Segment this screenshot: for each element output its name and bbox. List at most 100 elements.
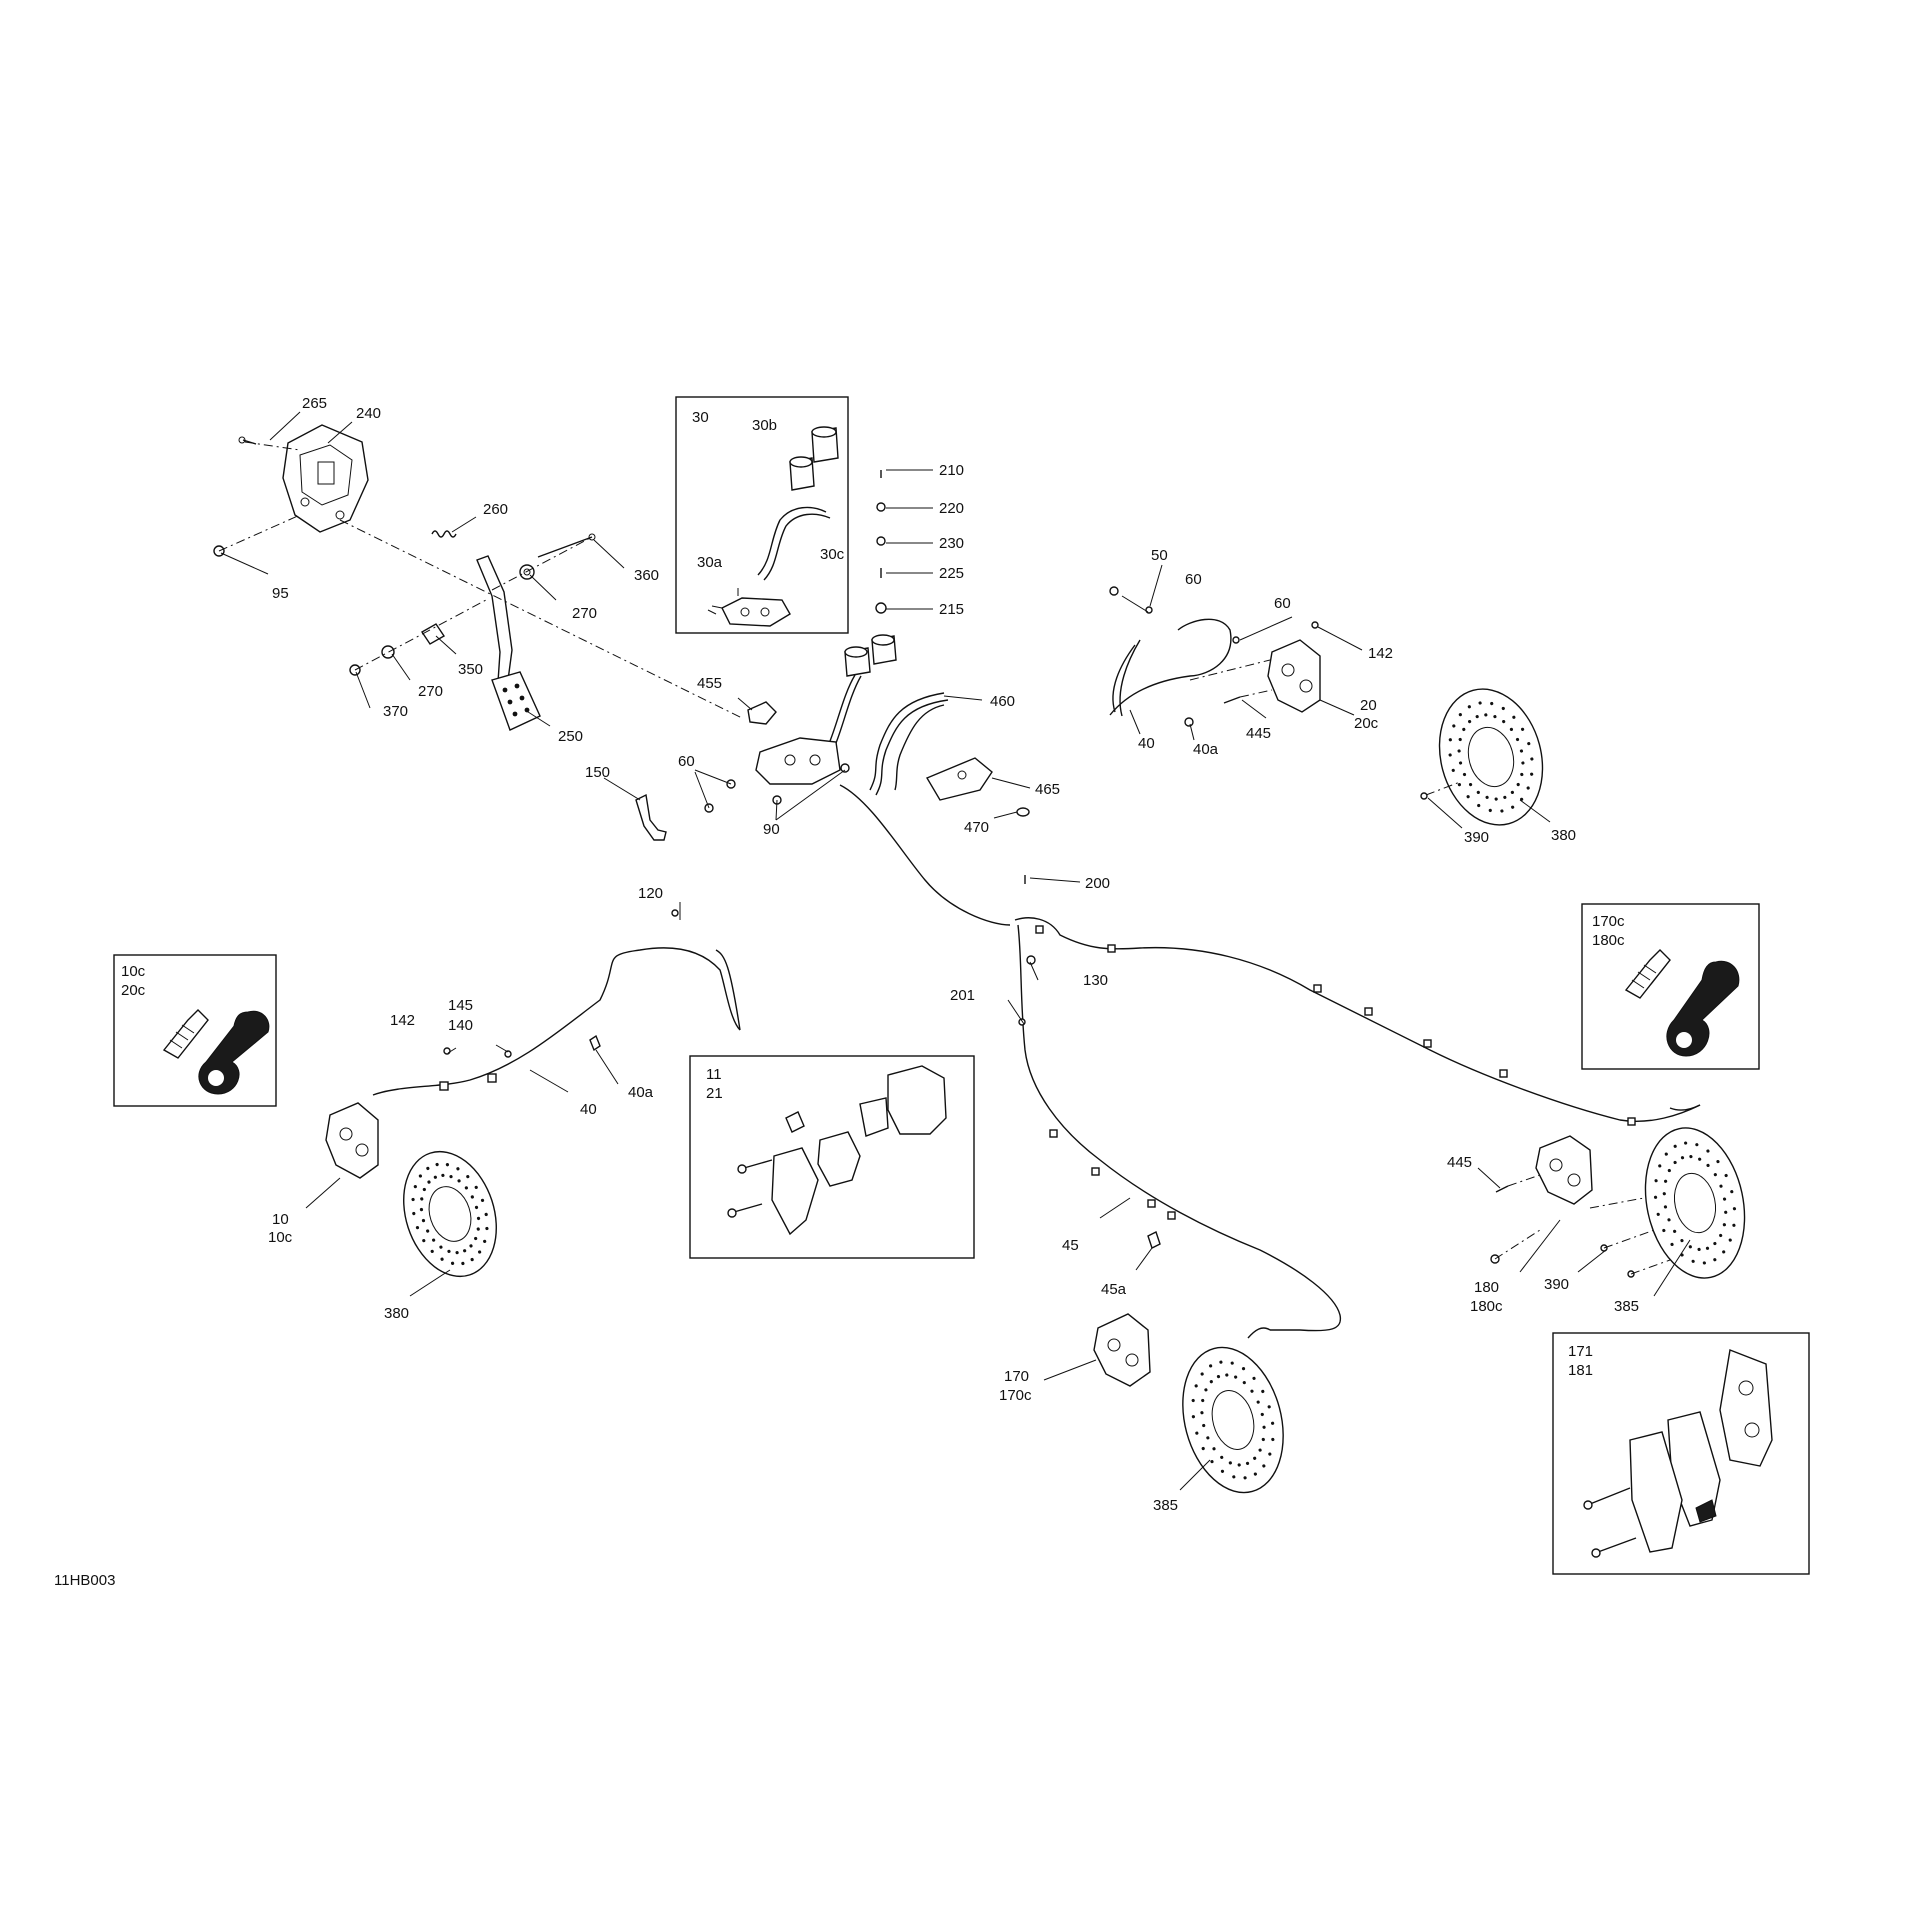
- inset-label-30b: 30b: [752, 417, 777, 434]
- washer-470: [1016, 807, 1030, 817]
- disc-drill-hole: [1258, 1448, 1262, 1452]
- disc-drill-hole: [1527, 742, 1531, 746]
- caliper-front-left: [325, 1102, 379, 1179]
- disc-drill-hole: [1722, 1197, 1727, 1201]
- callout-145: 145: [448, 997, 473, 1014]
- disc-drill-hole: [1680, 1238, 1684, 1243]
- disc-drill-hole: [1220, 1455, 1224, 1459]
- brake-line-rear-left: [1017, 924, 1342, 1332]
- disc-drill-hole: [426, 1229, 430, 1233]
- callout-40a-clip: 40a: [1193, 741, 1219, 758]
- disc-drill-hole: [1680, 1156, 1685, 1160]
- disc-drill-hole: [470, 1257, 474, 1262]
- disc-drill-hole: [450, 1261, 455, 1265]
- disc-drill-hole: [433, 1175, 437, 1179]
- callout-390a: 390: [1464, 829, 1489, 846]
- disc-drill-hole: [1698, 1157, 1702, 1161]
- disc-drill-hole: [1713, 1173, 1717, 1177]
- callout-10c: 10c: [268, 1229, 293, 1246]
- disc-drill-hole: [1209, 1380, 1213, 1384]
- callout-142b: 142: [390, 1012, 415, 1029]
- callout-390b: 390: [1544, 1276, 1569, 1293]
- caliper-rear-left: [1093, 1313, 1151, 1387]
- inset-pads-rear-1: 171: [1568, 1343, 1593, 1360]
- callout-270a: 270: [572, 605, 597, 622]
- clip-215: [875, 602, 887, 614]
- disc-drill-hole: [1241, 1367, 1246, 1371]
- nut-230: [876, 536, 886, 546]
- pads-inset-front: [689, 1055, 975, 1259]
- disc-drill-hole: [1252, 1376, 1256, 1380]
- disc-drill-hole: [427, 1180, 431, 1184]
- callout-120: 120: [638, 885, 663, 902]
- disc-drill-hole: [1195, 1431, 1199, 1435]
- inset-label-30a: 30a: [697, 554, 723, 571]
- disc-drill-hole: [1466, 795, 1470, 799]
- callout-360: 360: [634, 567, 659, 584]
- disc-drill-hole: [1663, 1205, 1668, 1209]
- callout-130: 130: [1083, 972, 1108, 989]
- disc-drill-hole: [1228, 1461, 1232, 1465]
- pedal-bracket-group: [213, 424, 743, 731]
- disc-drill-hole: [1478, 701, 1482, 705]
- disc-drill-hole: [415, 1226, 420, 1230]
- disc-drill-hole: [1488, 808, 1492, 813]
- disc-drill-hole: [418, 1174, 422, 1178]
- caliper-rear-right: [1535, 1135, 1593, 1205]
- brake-line-right: [1109, 618, 1232, 716]
- brake-line-45: [1014, 917, 1701, 1123]
- inset-pads-front-2: 21: [706, 1085, 723, 1102]
- disc-drill-hole: [1476, 790, 1480, 795]
- disc-drill-hole: [1730, 1190, 1734, 1194]
- disc-drill-hole: [1191, 1398, 1195, 1403]
- disc-drill-hole: [1662, 1228, 1666, 1233]
- disc-drill-hole: [420, 1197, 424, 1201]
- brake-disc-front-left: [403, 1150, 497, 1278]
- disc-drill-hole: [1673, 1229, 1677, 1233]
- disc-drill-hole: [1253, 1456, 1257, 1460]
- disc-drill-hole: [474, 1205, 479, 1210]
- disc-drill-hole: [1271, 1437, 1275, 1442]
- disc-drill-hole: [1210, 1460, 1214, 1464]
- callout-180c: 180c: [1470, 1298, 1503, 1315]
- disc-drill-hole: [1706, 1163, 1710, 1168]
- callout-40a: 40: [1138, 735, 1155, 752]
- disc-drill-hole: [1477, 803, 1481, 808]
- disc-drill-hole: [419, 1207, 424, 1212]
- bleeder-screw: [162, 1009, 209, 1059]
- callout-220: 220: [939, 500, 964, 517]
- callout-200: 200: [1085, 875, 1110, 892]
- disc-drill-hole: [1706, 1149, 1710, 1153]
- callout-60c: 60: [1274, 595, 1291, 612]
- callout-labels: 265 240 260 95 360 270 350 270 370 250 2…: [54, 395, 1639, 1589]
- diagram-id: 11HB003: [54, 1572, 115, 1589]
- disc-drill-hole: [1684, 1141, 1688, 1145]
- disc-drill-hole: [1664, 1179, 1668, 1183]
- disc-drill-hole: [1519, 749, 1524, 753]
- disc-drill-hole: [1237, 1463, 1241, 1467]
- bushing-270b: [381, 645, 395, 659]
- disc-drill-hole: [1245, 1461, 1250, 1465]
- disc-drill-hole: [1271, 1421, 1275, 1425]
- disc-drill-hole: [1261, 1437, 1265, 1442]
- disc-drill-hole: [1262, 1464, 1266, 1468]
- disc-drill-hole: [1530, 757, 1534, 761]
- disc-drill-hole: [1201, 1446, 1205, 1451]
- callout-45a: 45a: [1101, 1281, 1127, 1298]
- inset-label-30c: 30c: [820, 546, 845, 563]
- disc-drill-hole: [1253, 1472, 1257, 1476]
- disc-drill-hole: [1457, 783, 1462, 787]
- disc-drill-hole: [483, 1239, 487, 1243]
- disc-drill-hole: [464, 1186, 468, 1190]
- disc-drill-hole: [1250, 1389, 1254, 1393]
- disc-drill-hole: [1662, 1192, 1666, 1196]
- bolt-445b: [1495, 1185, 1509, 1193]
- disc-drill-hole: [476, 1216, 481, 1221]
- disc-drill-hole: [1493, 715, 1497, 719]
- disc-drill-hole: [1451, 768, 1455, 772]
- callout-170c: 170c: [999, 1387, 1032, 1404]
- disc-drill-hole: [432, 1238, 436, 1242]
- disc-drill-hole: [1516, 782, 1520, 787]
- disc-drill-hole: [1670, 1242, 1674, 1247]
- disc-drill-hole: [1262, 1425, 1266, 1429]
